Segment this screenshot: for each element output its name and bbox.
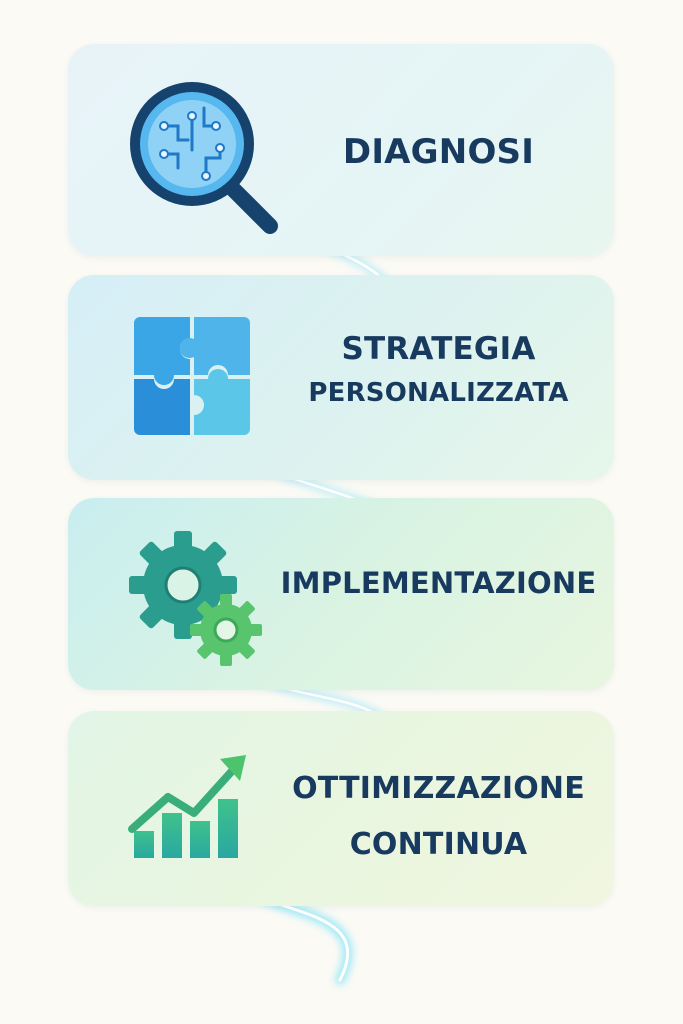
- step-card-strategia: STRATEGIA PERSONALIZZATA: [68, 275, 614, 480]
- puzzle-icon: [134, 317, 250, 435]
- step-title: OTTIMIZZAZIONE: [292, 771, 585, 806]
- step-label-implementazione: IMPLEMENTAZIONE: [273, 566, 604, 600]
- step-title: DIAGNOSI: [342, 132, 535, 172]
- step-card-implementazione: IMPLEMENTAZIONE: [68, 498, 614, 690]
- step-subtitle: PERSONALIZZATA: [308, 378, 569, 408]
- growth-chart-icon: [128, 755, 246, 858]
- step-label-strategia: STRATEGIA PERSONALIZZATA: [273, 327, 604, 415]
- gears-icon: [129, 531, 262, 666]
- step-title: IMPLEMENTAZIONE: [280, 566, 597, 600]
- step-label-diagnosi: DIAGNOSI: [273, 132, 604, 172]
- magnifier-circuit-icon: [130, 82, 278, 234]
- step-label-ottimizzazione: OTTIMIZZAZIONE CONTINUA: [273, 761, 604, 873]
- step-subtitle: CONTINUA: [349, 827, 528, 862]
- step-title: STRATEGIA: [341, 331, 536, 367]
- step-card-diagnosi: DIAGNOSI: [68, 44, 614, 256]
- step-card-ottimizzazione: OTTIMIZZAZIONE CONTINUA: [68, 711, 614, 906]
